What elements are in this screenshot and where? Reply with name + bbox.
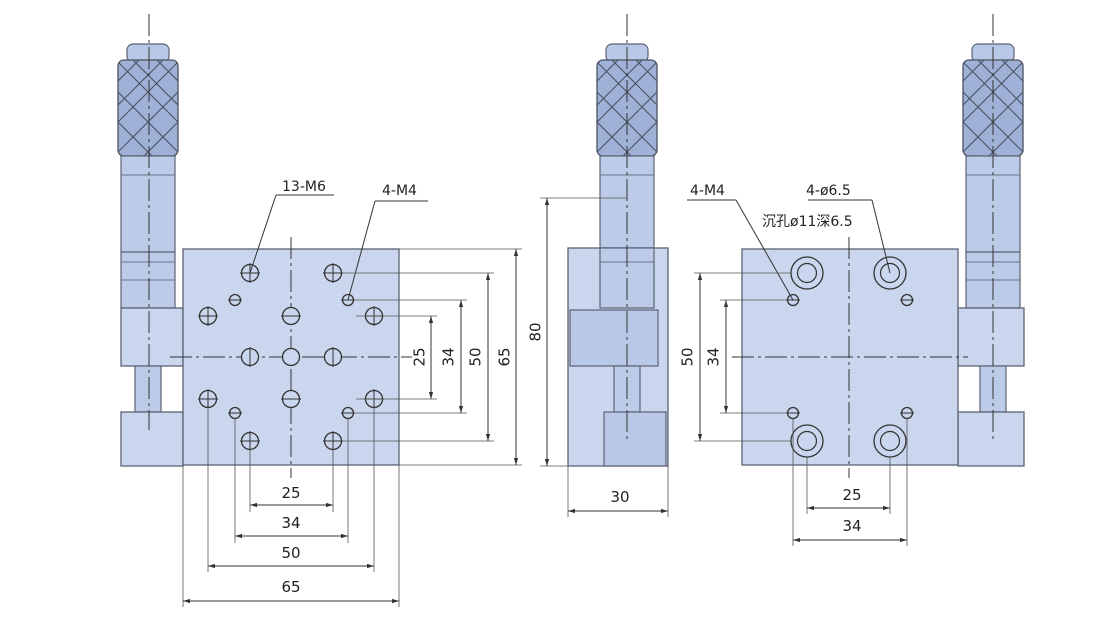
front-micrometer-cap (126, 43, 170, 63)
m4-hole (228, 293, 242, 307)
m6-hole (281, 389, 301, 409)
front-micrometer-spindle (134, 365, 162, 413)
m4-hole (900, 293, 914, 307)
front-dim-34: 34 (281, 514, 300, 532)
counterbore-callout: 沉孔ø11深6.5 (762, 214, 853, 230)
front-dim-50: 50 (281, 544, 300, 562)
back-m4-leader (735, 199, 794, 301)
m4-hole (341, 406, 355, 420)
front-m4-callout: 4-M4 (382, 183, 417, 199)
m6-hole (281, 306, 301, 326)
counterbore-hole (790, 256, 824, 290)
m6-leader (249, 194, 277, 274)
m6-hole (281, 347, 301, 367)
front-dim-v25: 25 (411, 347, 429, 366)
through-hole-leader (871, 199, 891, 274)
back-view: 4-M4 4-ø6.5 沉孔ø11深6.5 50 34 25 34 (679, 14, 1025, 546)
back-dim-25: 25 (842, 486, 861, 504)
front-dim-v34: 34 (440, 347, 458, 366)
back-dim-v50: 50 (679, 347, 697, 366)
side-view: 80 30 (527, 14, 669, 517)
counterbore-hole (873, 424, 907, 458)
front-dim-v50: 50 (467, 347, 485, 366)
side-dim-80: 80 (527, 322, 545, 341)
m6-hole (198, 389, 218, 409)
front-knurl-pattern (118, 60, 178, 156)
counterbore-hole (790, 424, 824, 458)
front-view: 13-M6 4-M4 25 34 50 65 (117, 14, 522, 607)
front-dim-65: 65 (281, 578, 300, 596)
front-dim-v65: 65 (496, 347, 514, 366)
m6-hole (323, 347, 343, 367)
m6-callout: 13-M6 (282, 179, 326, 195)
back-m4-callout: 4-M4 (690, 183, 725, 199)
back-micrometer-sleeve (965, 155, 1021, 253)
front-vertical-dimensions: 25 34 50 65 (342, 248, 522, 466)
m6-hole (198, 306, 218, 326)
front-horizontal-dimensions: 25 34 50 65 (182, 407, 400, 607)
side-micrometer-sleeve (599, 155, 655, 249)
front-micrometer-sleeve (120, 155, 176, 253)
front-micrometer (117, 43, 184, 467)
side-micrometer-block (569, 309, 659, 367)
front-m6-holes (198, 263, 384, 451)
front-base-block (120, 411, 184, 467)
back-dim-v34: 34 (705, 347, 723, 366)
front-m4-leader (347, 200, 376, 301)
through-hole-callout: 4-ø6.5 (806, 183, 851, 199)
front-dim-25: 25 (281, 484, 300, 502)
side-base-block (603, 411, 667, 467)
m6-hole (240, 347, 260, 367)
side-dim-30: 30 (610, 488, 629, 506)
back-base-block (957, 411, 1025, 467)
back-dim-34: 34 (842, 517, 861, 535)
m6-hole (323, 263, 343, 283)
